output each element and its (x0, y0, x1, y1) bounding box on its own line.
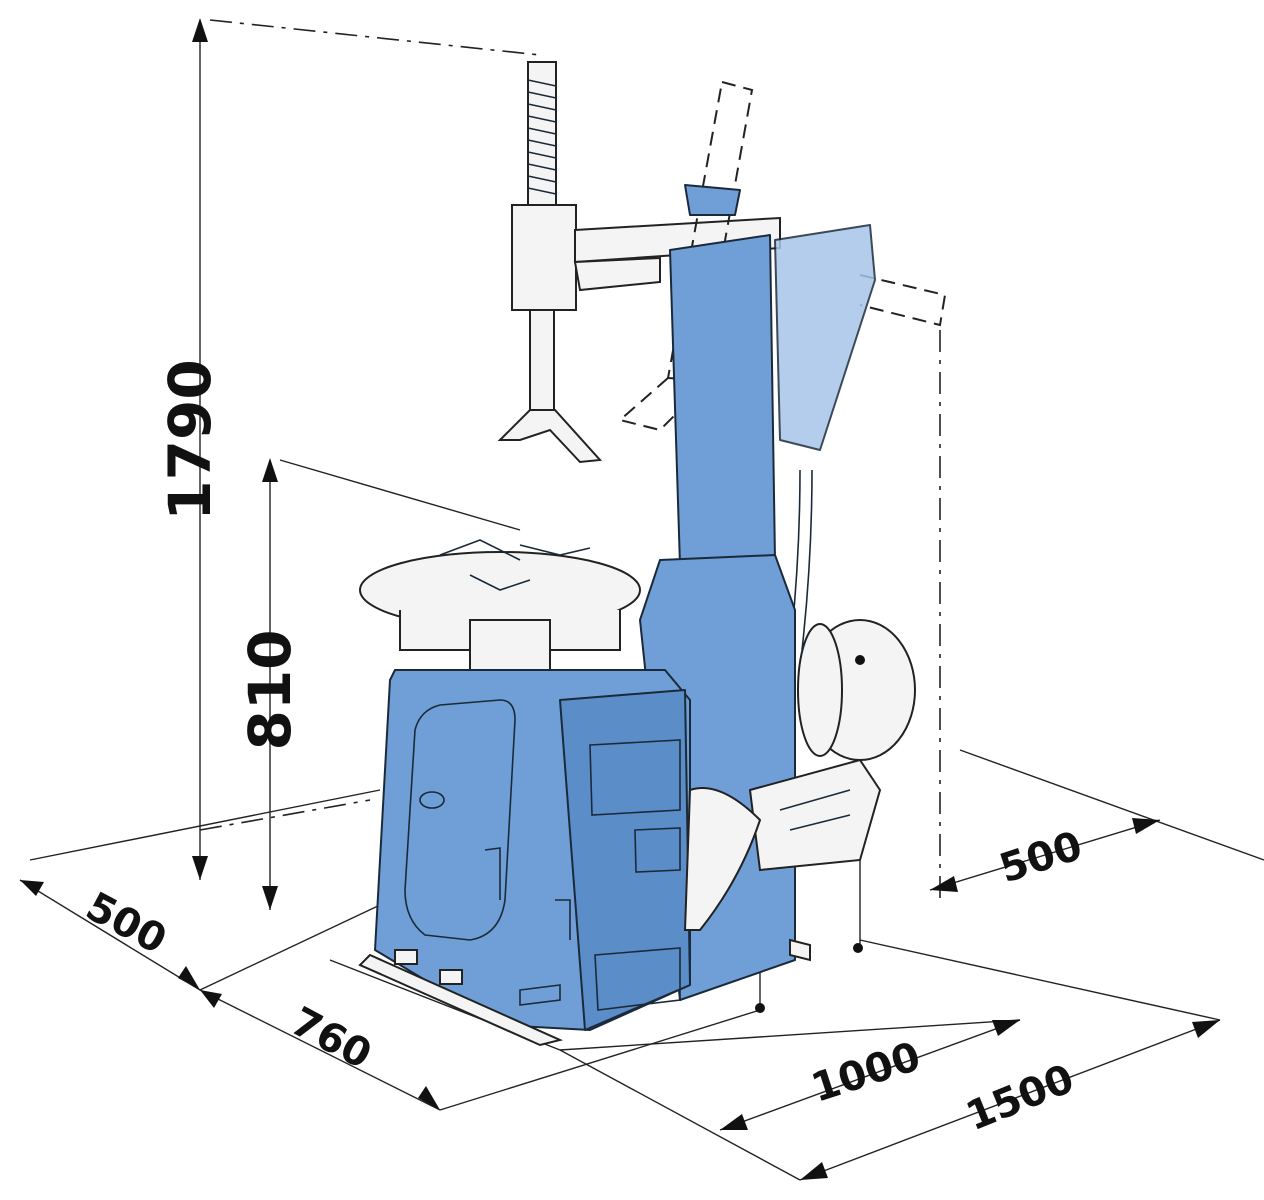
height-dimension-lines (192, 18, 541, 910)
dimension-760: 760 (283, 999, 378, 1079)
air-tank (789, 469, 916, 761)
turntable (359, 539, 641, 676)
dimension-1790: 1790 (156, 359, 224, 520)
dimension-labels: 1790 810 500 760 500 1000 1500 (78, 359, 1087, 1140)
dimension-500-right: 500 (994, 823, 1088, 893)
dimension-500-left: 500 (78, 884, 173, 964)
machine-body (358, 184, 876, 1047)
dimension-1000: 1000 (806, 1034, 926, 1112)
dimension-810: 810 (236, 629, 304, 750)
floor-arrowheads (20, 818, 1220, 1180)
dimension-1500: 1500 (960, 1056, 1080, 1140)
bead-breaker (683, 758, 882, 931)
